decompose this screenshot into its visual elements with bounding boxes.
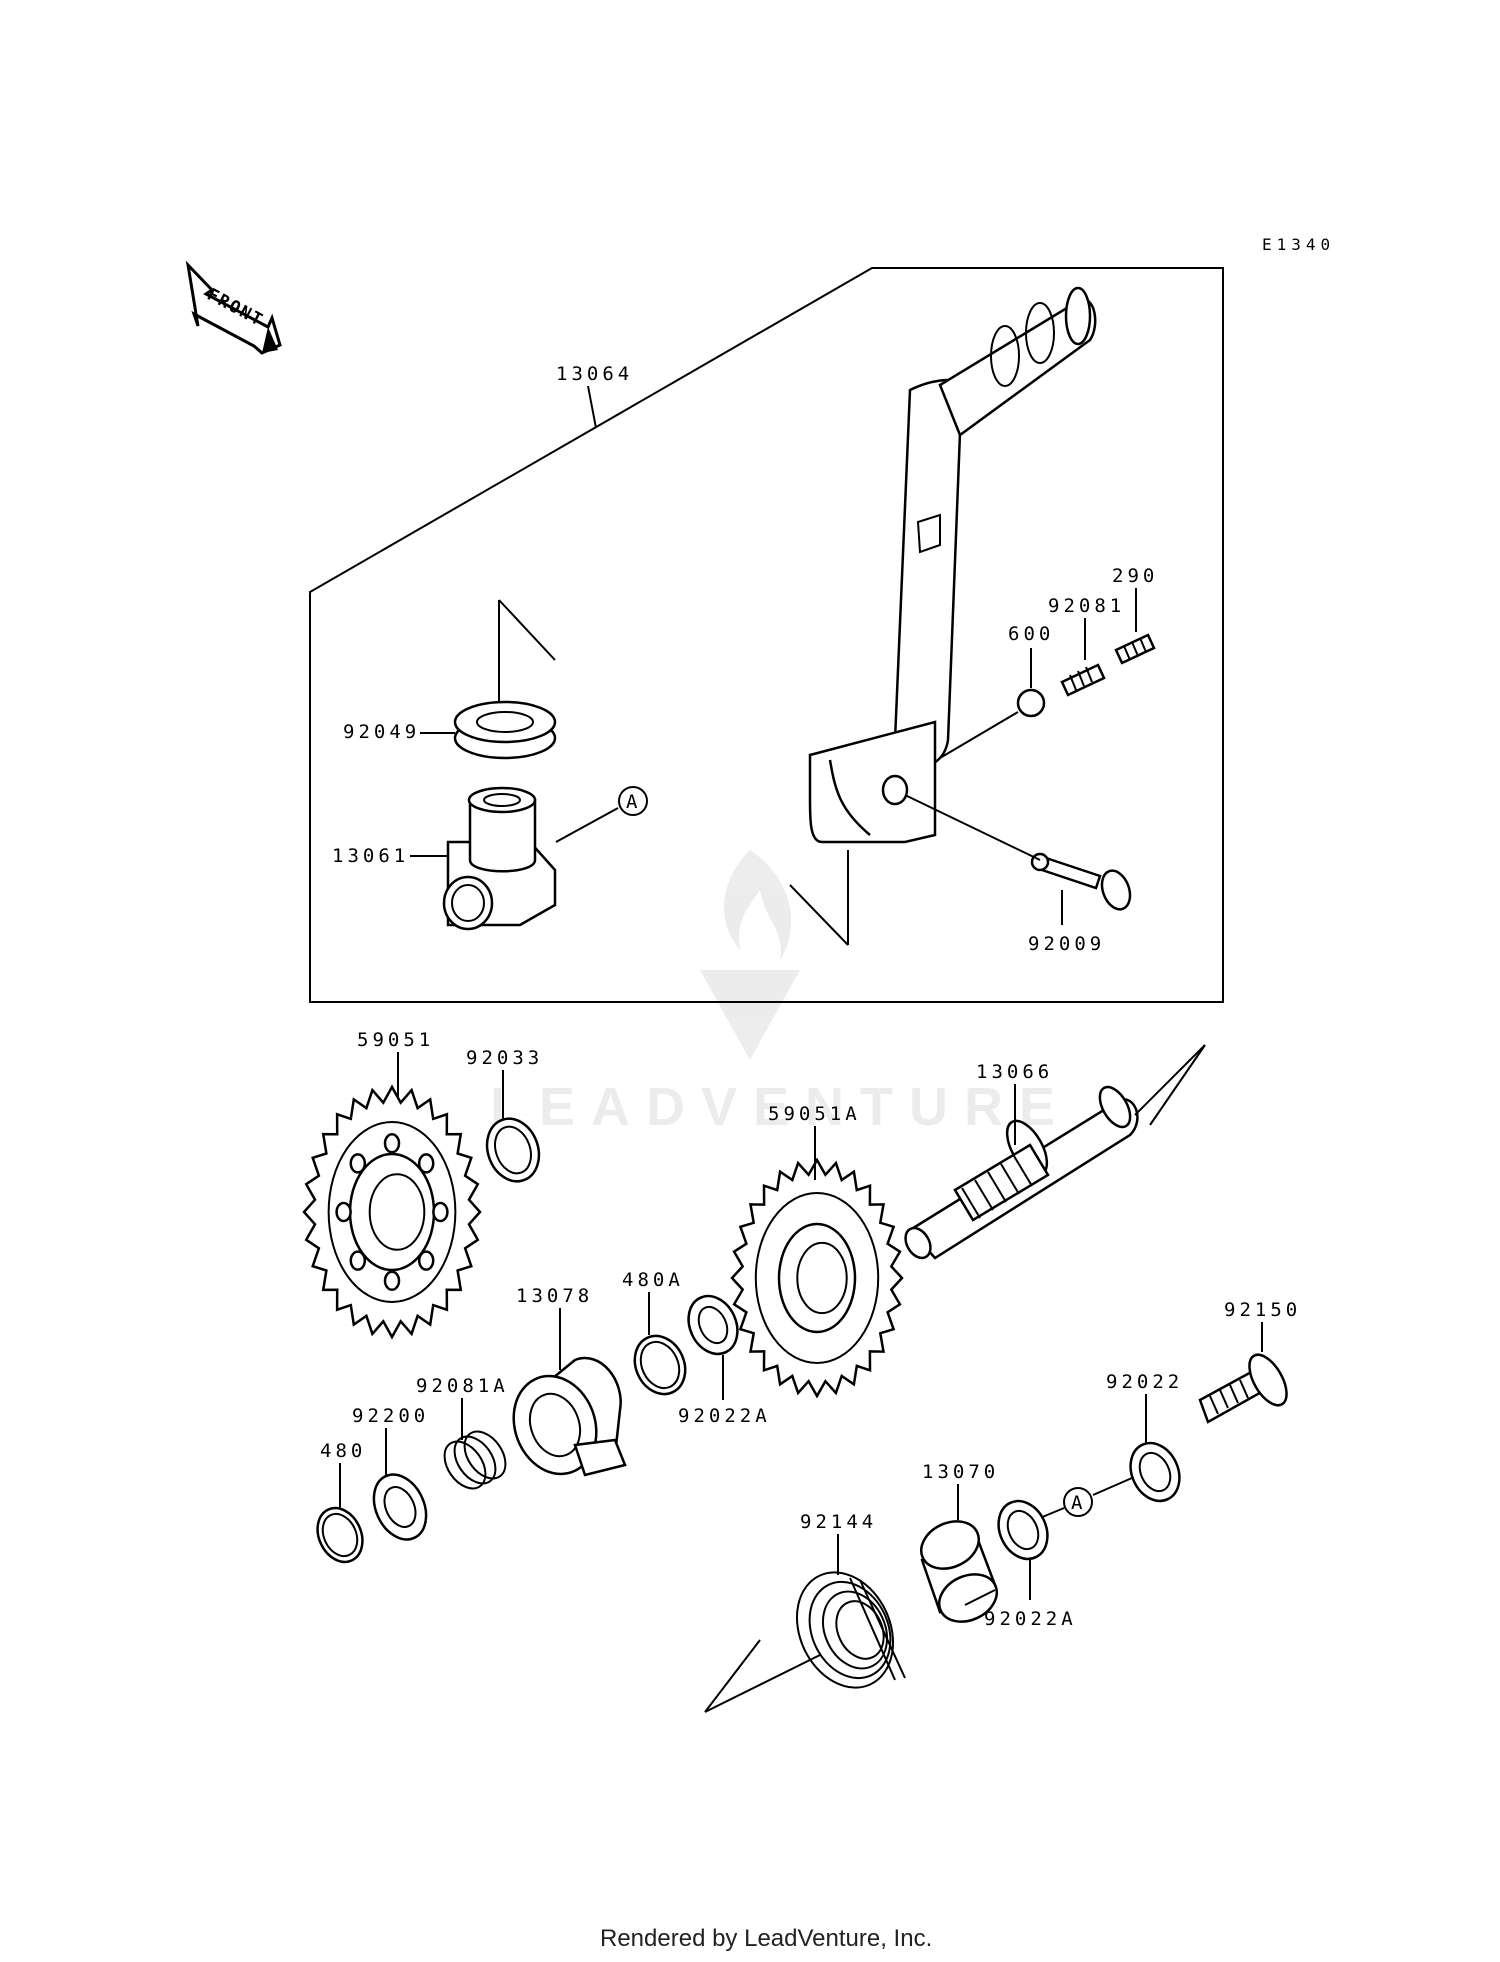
callout-a-label: A: [626, 791, 638, 813]
label-92144: 92144: [800, 1511, 877, 1533]
label-13078: 13078: [516, 1285, 593, 1307]
label-92022a-1: 92022A: [678, 1405, 771, 1427]
label-600: 600: [1008, 623, 1054, 645]
part-59051-gear: [302, 1084, 482, 1340]
label-92033: 92033: [466, 1047, 543, 1069]
label-92022a-2: 92022A: [984, 1608, 1077, 1630]
front-arrow-icon: FRONT: [185, 260, 282, 355]
label-92049: 92049: [343, 721, 420, 743]
watermark-logo: [700, 850, 800, 1060]
diagram-code: E1340: [1262, 235, 1335, 254]
assembly-box-outline: [309, 267, 1224, 1003]
label-92200: 92200: [352, 1405, 429, 1427]
label-92081: 92081: [1048, 595, 1125, 617]
part-92150-bolt: [1198, 1353, 1288, 1424]
part-92081a-spring: [443, 1430, 507, 1490]
part-13061-kick-boss: [442, 786, 557, 931]
part-92009-bolt: [1030, 852, 1132, 911]
label-59051: 59051: [357, 1029, 434, 1051]
part-92200-washer: [372, 1473, 428, 1541]
watermark-text: LEADVENTURE: [490, 1077, 1071, 1137]
label-480: 480: [320, 1440, 366, 1462]
part-59051a-gear: [730, 1157, 904, 1399]
label-92150: 92150: [1224, 1299, 1301, 1321]
part-92022-washer: [1129, 1441, 1181, 1503]
part-13078-ratchet: [512, 1356, 627, 1477]
kick-pedal-arm: [808, 286, 1097, 844]
label-92022: 92022: [1106, 1371, 1183, 1393]
part-480-circlip: [316, 1506, 364, 1564]
label-59051a: 59051A: [768, 1103, 861, 1125]
callout-a-label-2: A: [1071, 1492, 1083, 1514]
label-480a: 480A: [622, 1269, 684, 1291]
part-92022a-washer-2: [997, 1499, 1049, 1561]
part-92081-spring: [1060, 663, 1106, 697]
part-480a-circlip: [633, 1334, 687, 1396]
part-600-ball: [1016, 688, 1046, 718]
label-92081a: 92081A: [416, 1375, 509, 1397]
callout-a-marker: [618, 786, 648, 816]
label-13070: 13070: [922, 1461, 999, 1483]
part-92049-seal: [453, 700, 557, 760]
label-13061: 13061: [332, 845, 409, 867]
label-13064: 13064: [556, 363, 633, 385]
part-13070-collar: [920, 1520, 998, 1623]
part-92144-kick-spring: [795, 1571, 906, 1689]
part-290-spring: [1114, 633, 1156, 665]
footer-credit: Rendered by LeadVenture, Inc.: [600, 1925, 932, 1952]
part-92022a-washer-1: [687, 1294, 739, 1356]
label-290: 290: [1112, 565, 1158, 587]
callout-a-marker-2: [1063, 1487, 1093, 1517]
label-92009: 92009: [1028, 933, 1105, 955]
label-13066: 13066: [976, 1061, 1053, 1083]
part-13066-kick-shaft: [904, 1085, 1139, 1260]
